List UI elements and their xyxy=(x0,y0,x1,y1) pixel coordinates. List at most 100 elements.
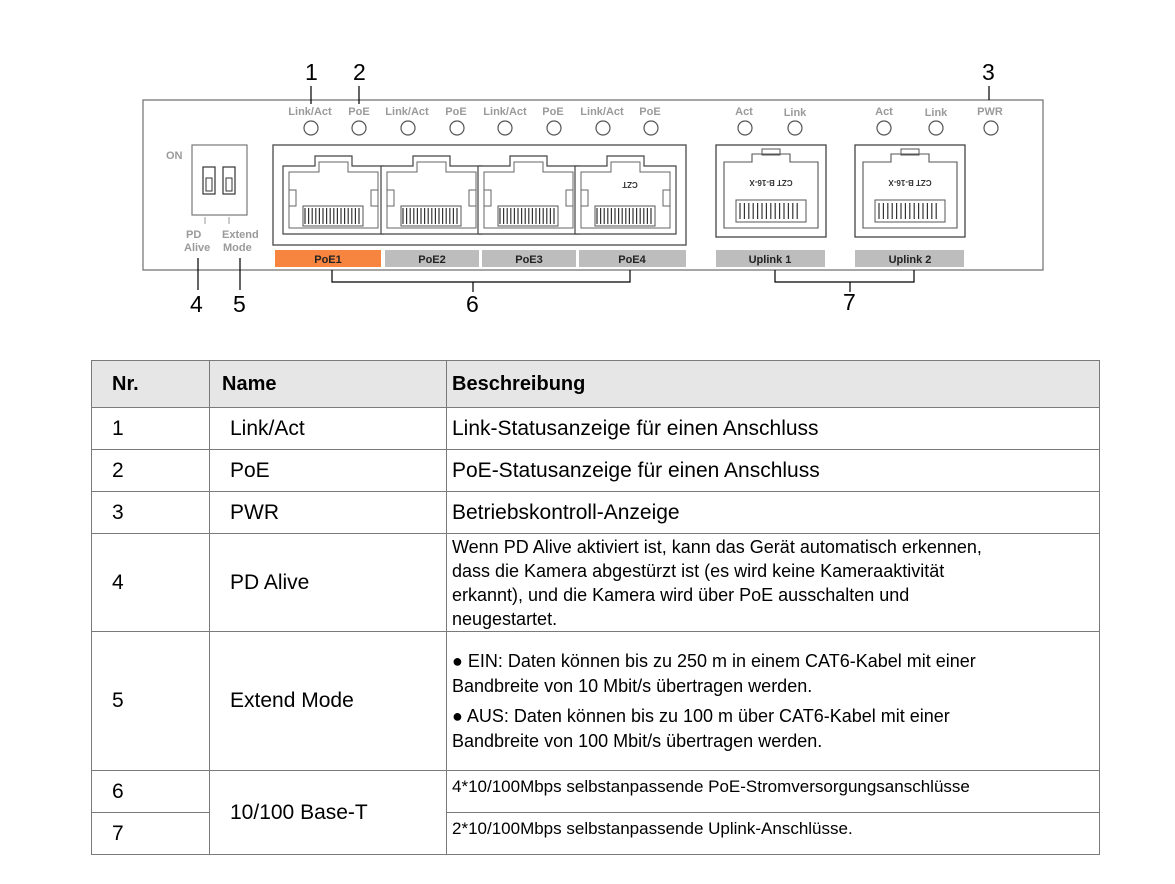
led-linkact-1 xyxy=(303,120,319,136)
cell-name: 10/100 Base-T xyxy=(209,770,447,855)
dip-on-label: ON xyxy=(166,150,183,162)
bullet-line: AUS: Daten können bis zu 100 m über CAT6… xyxy=(462,705,950,726)
header-nr: Nr. xyxy=(91,360,210,408)
poe-ports: CZT xyxy=(282,155,677,235)
port-marking: CZT B-16-X xyxy=(749,178,793,187)
led-label-act-uplink2: Act xyxy=(875,106,893,118)
led-link-uplink1 xyxy=(787,120,803,136)
led-poe-4 xyxy=(643,120,659,136)
callout-5: 5 xyxy=(233,291,246,317)
port-label-uplink2: Uplink 2 xyxy=(889,254,932,266)
table-row: 4 PD Alive Wenn PD Alive aktiviert ist, … xyxy=(91,533,1100,632)
led-pwr xyxy=(983,120,999,136)
cell-desc: PoE-Statusanzeige für einen Anschluss xyxy=(446,449,1100,492)
uplink-ports: CZT B-16-X CZT B-16-X xyxy=(715,144,966,238)
table-row: 6 10/100 Base-T 4*10/100Mbps selbstanpas… xyxy=(91,770,1100,855)
switch-front-panel-diagram: 1 2 3 4 5 6 7 Link/Act PoE Link/Act PoE … xyxy=(142,59,1044,317)
bullet-icon: ● xyxy=(452,650,463,671)
callout-3: 3 xyxy=(982,59,995,85)
dip-label-alive: Alive xyxy=(184,242,210,254)
led-linkact-4 xyxy=(595,120,611,136)
led-label-act-uplink1: Act xyxy=(735,106,753,118)
led-act-uplink1 xyxy=(737,120,753,136)
port-label-bg-poe2 xyxy=(385,250,479,267)
cell-desc: Link-Statusanzeige für einen Anschluss xyxy=(446,407,1100,450)
dip-label-mode: Mode xyxy=(223,242,252,254)
cell-nr: 3 xyxy=(91,491,210,534)
cell-nr: 7 xyxy=(91,812,210,855)
cell-name: PD Alive xyxy=(209,533,447,632)
cell-desc: Wenn PD Alive aktiviert ist, kann das Ge… xyxy=(446,533,1100,632)
callout-2: 2 xyxy=(353,59,366,85)
cell-nr: 1 xyxy=(91,407,210,450)
led-label-linkact-3: Link/Act xyxy=(483,106,527,118)
led-label-link-uplink1: Link xyxy=(784,107,807,119)
callout-6: 6 xyxy=(466,291,479,317)
led-label-pwr: PWR xyxy=(977,106,1003,118)
description-table: Nr. Name Beschreibung 1 Link/Act Link-St… xyxy=(91,360,1100,855)
bullet-icon: ● xyxy=(452,705,463,726)
led-label-poe-4: PoE xyxy=(639,106,660,118)
led-act-uplink2 xyxy=(876,120,892,136)
rj45-port-2 xyxy=(380,155,483,235)
port-label-poe1: PoE1 xyxy=(314,254,342,266)
header-beschreibung: Beschreibung xyxy=(446,360,1100,408)
dip-label-extend: Extend xyxy=(222,229,259,241)
cell-name: Link/Act xyxy=(209,407,447,450)
bullet-item-aus: ● AUS: Daten können bis zu 100 m über CA… xyxy=(452,704,1099,754)
led-label-poe-2: PoE xyxy=(445,106,466,118)
bullet-line: Bandbreite von 100 Mbit/s übertragen wer… xyxy=(452,730,823,751)
bullet-line: Bandbreite von 10 Mbit/s übertragen werd… xyxy=(452,675,813,696)
led-poe-3 xyxy=(546,120,562,136)
callout-7: 7 xyxy=(843,289,856,315)
cell-nr: 5 xyxy=(91,631,210,771)
port-label-bg-uplink1 xyxy=(716,250,825,267)
rj45-port-4: CZT xyxy=(574,155,677,235)
port-label-bg-uplink2 xyxy=(855,250,964,267)
cell-nr: 4 xyxy=(91,533,210,632)
table-row: 7 2*10/100Mbps selbstanpassende Uplink-A… xyxy=(91,812,1100,855)
port-marking: CZT xyxy=(622,180,638,189)
cell-name: Extend Mode xyxy=(209,631,447,771)
rj45-port-3 xyxy=(477,155,580,235)
port-label-poe4: PoE4 xyxy=(618,254,646,266)
callout-1: 1 xyxy=(305,59,318,85)
led-linkact-3 xyxy=(497,120,513,136)
led-link-uplink2 xyxy=(928,120,944,136)
led-poe-1 xyxy=(351,120,367,136)
uplink-port-1: CZT B-16-X xyxy=(715,144,827,238)
bullet-item-ein: ● EIN: Daten können bis zu 250 m in eine… xyxy=(452,649,1099,699)
cell-desc: 4*10/100Mbps selbstanpassende PoE-Stromv… xyxy=(446,770,1100,813)
uplink-port-2: CZT B-16-X xyxy=(854,144,966,238)
port-label-poe2: PoE2 xyxy=(418,254,446,266)
port-label-bg-poe1 xyxy=(275,250,381,267)
led-linkact-2 xyxy=(400,120,416,136)
table-row: 3 PWR Betriebskontroll-Anzeige xyxy=(91,491,1100,534)
table-row: 1 Link/Act Link-Statusanzeige für einen … xyxy=(91,407,1100,450)
led-label-linkact-2: Link/Act xyxy=(385,106,429,118)
dip-switch-housing xyxy=(191,144,248,216)
led-label-linkact-1: Link/Act xyxy=(288,106,332,118)
header-name: Name xyxy=(209,360,447,408)
desc-line: Wenn PD Alive aktiviert ist, kann das Ge… xyxy=(452,536,982,557)
led-label-link-uplink2: Link xyxy=(925,107,948,119)
cell-desc: ● EIN: Daten können bis zu 250 m in eine… xyxy=(446,631,1100,771)
rj45-port-1 xyxy=(282,155,385,235)
cell-nr: 6 xyxy=(91,770,210,813)
led-poe-2 xyxy=(449,120,465,136)
port-label-bg-poe4 xyxy=(579,250,686,267)
port-marking: CZT B-16-X xyxy=(888,178,932,187)
desc-line: dass die Kamera abgestürzt ist (es wird … xyxy=(452,560,945,581)
leader-lines xyxy=(197,86,990,292)
panel-outline xyxy=(142,99,1044,271)
led-label-poe-3: PoE xyxy=(542,106,563,118)
port-label-bg-poe3 xyxy=(482,250,576,267)
table-header-row: Nr. Name Beschreibung xyxy=(91,360,1100,408)
cell-name: PoE xyxy=(209,449,447,492)
bullet-line: EIN: Daten können bis zu 250 m in einem … xyxy=(462,650,976,671)
port-label-uplink1: Uplink 1 xyxy=(749,254,792,266)
dip-switches xyxy=(202,166,236,195)
cell-nr: 2 xyxy=(91,449,210,492)
table-row: 2 PoE PoE-Statusanzeige für einen Anschl… xyxy=(91,449,1100,492)
led-label-linkact-4: Link/Act xyxy=(580,106,624,118)
